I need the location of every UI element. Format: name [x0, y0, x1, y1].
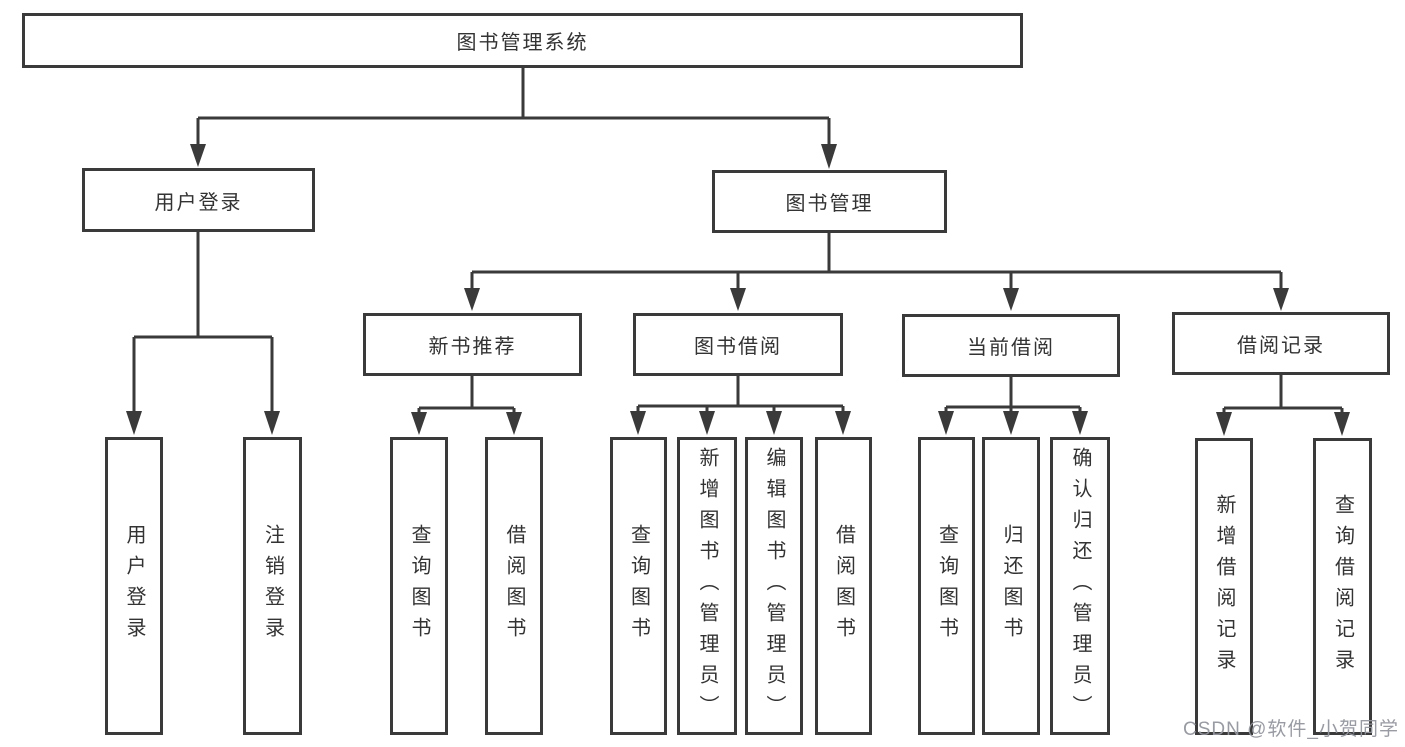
- leaf-current-query-book-label: 查询图书: [935, 524, 958, 648]
- node-current-borrow: 当前借阅: [902, 314, 1120, 377]
- leaf-current-confirm-return-label: 确认归还（管理员）: [1069, 446, 1091, 726]
- leaf-borrow-query-book-label: 查询图书: [627, 524, 650, 648]
- node-book-management: 图书管理: [712, 170, 947, 233]
- leaf-user-login: 用户登录: [105, 437, 163, 735]
- node-book-management-label: 图书管理: [785, 193, 874, 215]
- node-user-login-label: 用户登录: [154, 191, 243, 214]
- leaf-recommend-query-book: 查询图书: [390, 437, 448, 735]
- node-borrow-record: 借阅记录: [1172, 312, 1390, 375]
- leaf-borrow-edit-book: 编辑图书（管理员）: [745, 437, 803, 735]
- node-user-login: 用户登录: [82, 168, 315, 232]
- node-system-root: 图书管理系统: [22, 13, 1023, 68]
- csdn-watermark: CSDN @软件_小贺同学: [1183, 719, 1399, 740]
- leaf-user-login-label: 用户登录: [123, 524, 145, 648]
- leaf-borrow-edit-book-label: 编辑图书（管理员）: [763, 446, 785, 726]
- node-new-book-recommend-label: 新书推荐: [428, 336, 517, 358]
- node-system-root-label: 图书管理系统: [456, 32, 589, 54]
- leaf-record-query: 查询借阅记录: [1313, 438, 1372, 735]
- connector-recommend-to-leaves: [411, 376, 522, 435]
- connector-root-to-level1: [190, 68, 837, 169]
- connector-userlogin-to-leaves: [126, 232, 280, 435]
- leaf-borrow-borrow-book: 借阅图书: [815, 437, 872, 735]
- leaf-recommend-query-book-label: 查询图书: [408, 524, 430, 648]
- leaf-logout-login: 注销登录: [243, 437, 302, 735]
- leaf-logout-login-label: 注销登录: [261, 524, 284, 648]
- connector-borrow-to-leaves: [630, 376, 851, 435]
- leaf-current-query-book: 查询图书: [918, 437, 975, 735]
- leaf-current-confirm-return: 确认归还（管理员）: [1050, 437, 1110, 735]
- leaf-borrow-borrow-book-label: 借阅图书: [832, 524, 855, 648]
- leaf-borrow-add-book-label: 新增图书（管理员）: [696, 446, 718, 726]
- leaf-record-add-label: 新增借阅记录: [1213, 493, 1235, 680]
- leaf-record-query-label: 查询借阅记录: [1331, 493, 1354, 680]
- connector-record-to-leaves: [1216, 375, 1350, 436]
- leaf-current-return-book: 归还图书: [982, 437, 1040, 735]
- node-book-borrow: 图书借阅: [633, 313, 843, 376]
- node-current-borrow-label: 当前借阅: [967, 337, 1055, 359]
- leaf-record-add: 新增借阅记录: [1195, 438, 1253, 735]
- node-new-book-recommend: 新书推荐: [363, 313, 582, 376]
- node-book-borrow-label: 图书借阅: [694, 336, 782, 358]
- leaf-current-return-book-label: 归还图书: [1000, 524, 1022, 648]
- leaf-recommend-borrow-book-label: 借阅图书: [503, 524, 525, 648]
- leaf-borrow-add-book: 新增图书（管理员）: [677, 437, 737, 735]
- connector-bookmgmt-to-level2: [464, 233, 1289, 311]
- leaf-recommend-borrow-book: 借阅图书: [485, 437, 543, 735]
- node-borrow-record-label: 借阅记录: [1237, 335, 1325, 357]
- connector-current-to-leaves: [938, 377, 1088, 435]
- leaf-borrow-query-book: 查询图书: [610, 437, 667, 735]
